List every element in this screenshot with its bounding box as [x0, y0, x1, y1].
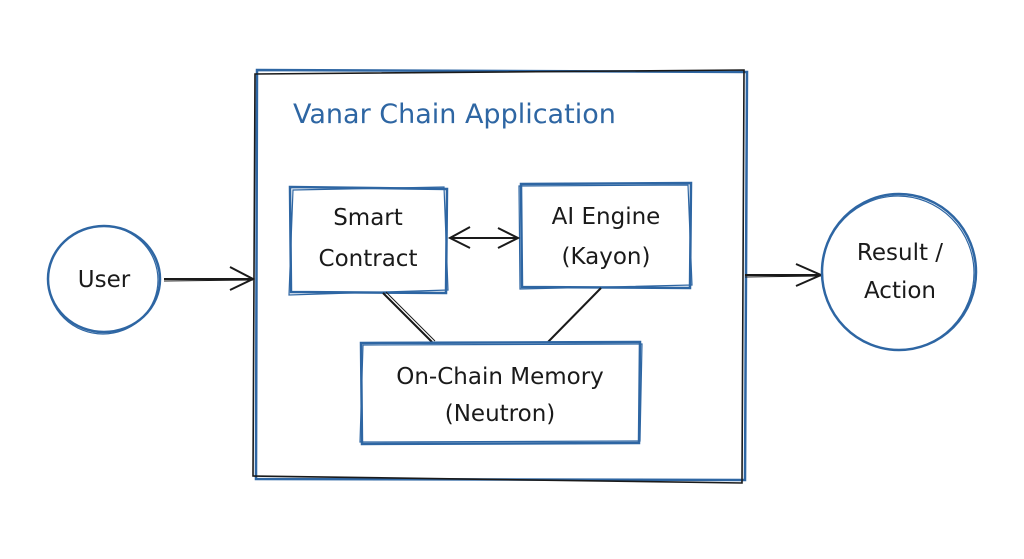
smart-contract-label-line2: Contract	[319, 246, 418, 272]
memory-node[interactable]: On-Chain Memory (Neutron)	[359, 340, 643, 446]
user-label: User	[78, 267, 131, 293]
memory-label-line1: On-Chain Memory	[396, 364, 604, 390]
user-node[interactable]: User	[46, 224, 162, 335]
result-label-line2: Action	[864, 278, 936, 304]
ai-engine-node[interactable]: AI Engine (Kayon)	[518, 181, 693, 290]
result-label-line1: Result /	[857, 240, 943, 266]
arrow-user-to-app	[163, 266, 256, 291]
container-title: Vanar Chain Application	[293, 99, 616, 130]
line-contract-memory	[382, 291, 436, 343]
smart-contract-label-line1: Smart	[333, 205, 403, 231]
arrow-contract-ai	[447, 226, 521, 249]
ai-engine-label-line1: AI Engine	[552, 204, 661, 230]
smart-contract-node[interactable]: Smart Contract	[288, 185, 449, 296]
container-box: Vanar Chain Application	[252, 68, 749, 484]
memory-label-line2: (Neutron)	[445, 401, 556, 427]
arrow-app-to-result	[744, 263, 824, 287]
ai-engine-label-line2: (Kayon)	[562, 244, 651, 270]
line-ai-memory	[547, 287, 602, 343]
result-node[interactable]: Result / Action	[820, 192, 978, 352]
